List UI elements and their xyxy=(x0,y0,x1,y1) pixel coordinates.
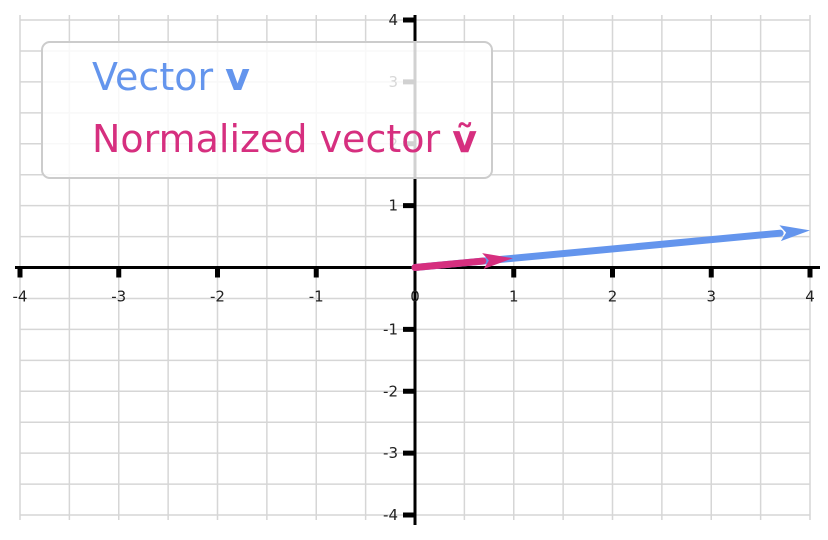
x-tick-label: -1 xyxy=(309,288,324,306)
y-tick-label: -1 xyxy=(383,320,398,338)
series-layer xyxy=(411,225,810,271)
legend-item-vector-symbol: v xyxy=(225,55,250,99)
legend-item-normalized: Normalized vector ṽ xyxy=(92,117,477,161)
x-tick-label: 3 xyxy=(706,288,716,306)
legend-item-vector-prefix: Vector xyxy=(92,55,225,99)
legend-item-vector: Vector v xyxy=(92,55,250,99)
series-1-arrow xyxy=(411,253,513,271)
legend-item-normalized-symbol: ṽ xyxy=(452,117,477,161)
series-0-arrowhead xyxy=(779,225,810,242)
series-1-shaft xyxy=(411,257,487,271)
legend-item-normalized-prefix: Normalized vector xyxy=(92,117,452,161)
y-tick-label: -4 xyxy=(383,506,398,524)
y-tick-label: -3 xyxy=(383,444,398,462)
x-tick-label: -4 xyxy=(13,288,28,306)
y-tick-label: 4 xyxy=(388,11,398,29)
legend: Vector v Normalized vector ṽ xyxy=(41,41,493,179)
x-tick-label: -2 xyxy=(210,288,225,306)
legend-box xyxy=(41,41,493,179)
series-1-arrowhead xyxy=(482,253,513,270)
x-tick-label: 0 xyxy=(410,288,420,306)
x-tick-label: 4 xyxy=(805,288,815,306)
y-tick-label: -2 xyxy=(383,382,398,400)
x-tick-label: 1 xyxy=(509,288,519,306)
y-tick-label: 1 xyxy=(388,197,398,215)
x-tick-label: 2 xyxy=(608,288,618,306)
x-tick-label: -3 xyxy=(111,288,126,306)
